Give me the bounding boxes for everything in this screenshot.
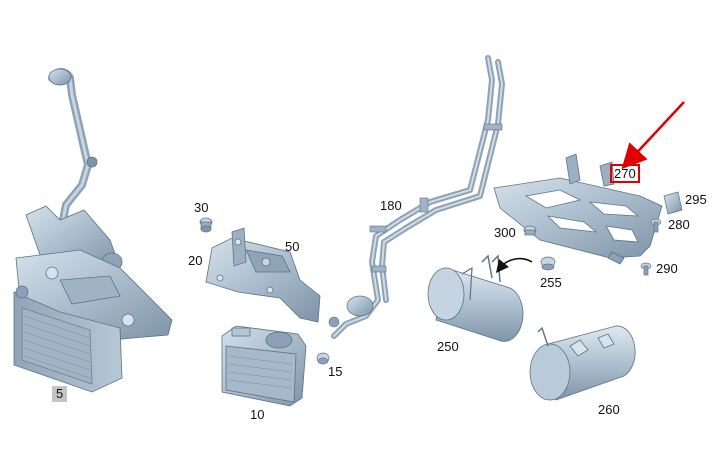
part-10-module — [221, 325, 307, 407]
part-30-bolt — [199, 217, 213, 233]
part-20-bracket — [205, 227, 321, 323]
label-part-10[interactable]: 10 — [250, 407, 265, 422]
part-280-screw — [650, 218, 662, 233]
part-290-screw — [640, 262, 652, 276]
part-260-tank — [529, 325, 636, 401]
label-part-30[interactable]: 30 — [194, 200, 209, 215]
part-15-nut — [316, 352, 330, 365]
label-part-50[interactable]: 50 — [285, 239, 300, 254]
part-300-grommet — [523, 225, 537, 236]
part-270-frame — [493, 153, 663, 265]
label-part-260[interactable]: 260 — [598, 402, 620, 417]
label-part-20[interactable]: 20 — [188, 253, 203, 268]
label-part-290[interactable]: 290 — [656, 261, 678, 276]
part-250-tank — [427, 254, 524, 342]
label-part-5[interactable]: 5 — [52, 386, 68, 402]
label-part-250[interactable]: 250 — [437, 339, 459, 354]
label-part-270[interactable]: 270 — [610, 164, 640, 183]
callout-arrow — [621, 101, 685, 170]
label-part-300[interactable]: 300 — [494, 225, 516, 240]
part-255-nut — [540, 256, 556, 271]
part-5-assembly — [13, 68, 173, 393]
label-part-295[interactable]: 295 — [685, 192, 707, 207]
part-295-clip — [663, 191, 683, 215]
label-part-15[interactable]: 15 — [328, 364, 343, 379]
rotate-arrow — [495, 257, 533, 273]
label-part-180[interactable]: 180 — [380, 198, 402, 213]
label-part-280[interactable]: 280 — [668, 217, 690, 232]
part-180-pipe — [328, 55, 505, 339]
label-part-255[interactable]: 255 — [540, 275, 562, 290]
